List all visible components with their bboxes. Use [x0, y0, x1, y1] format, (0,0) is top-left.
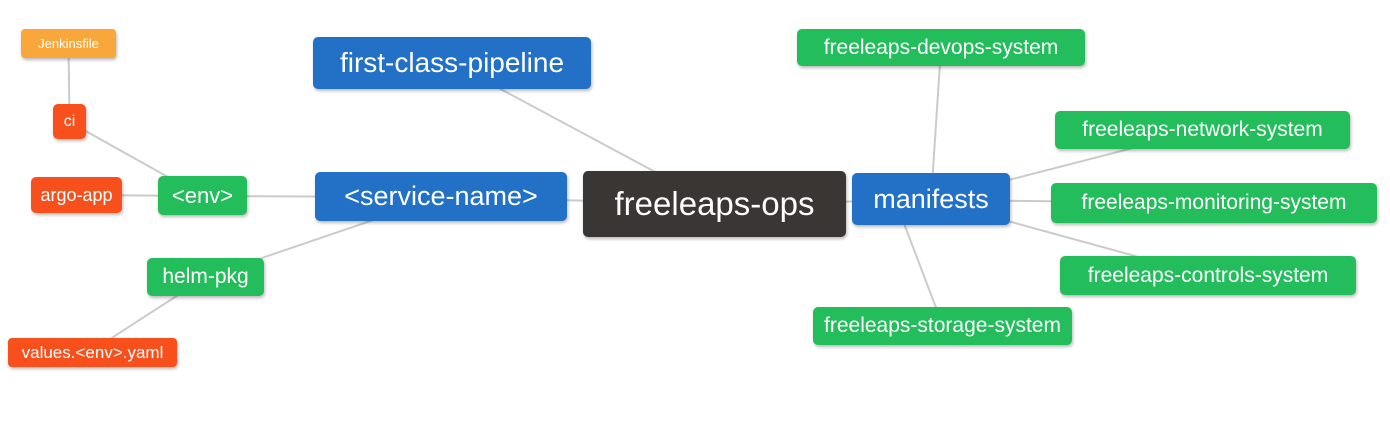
node-freeleaps-monitoring-system[interactable]: freeleaps-monitoring-system: [1051, 183, 1377, 223]
node-freeleaps-network-system[interactable]: freeleaps-network-system: [1055, 111, 1350, 149]
node-values-env-yaml[interactable]: values.<env>.yaml: [8, 338, 177, 367]
node-service-name[interactable]: <service-name>: [315, 172, 567, 221]
node-freeleaps-controls-system[interactable]: freeleaps-controls-system: [1060, 256, 1356, 295]
node-env[interactable]: <env>: [158, 176, 247, 215]
node-freeleaps-storage-system[interactable]: freeleaps-storage-system: [813, 307, 1072, 345]
node-jenkinsfile[interactable]: Jenkinsfile: [21, 29, 116, 58]
node-argo-app[interactable]: argo-app: [31, 177, 122, 213]
node-ci[interactable]: ci: [53, 104, 86, 139]
node-first-class-pipeline[interactable]: first-class-pipeline: [313, 37, 591, 89]
edge-manifests-storage-system: [896, 204, 944, 327]
node-helm-pkg[interactable]: helm-pkg: [147, 258, 264, 296]
node-manifests[interactable]: manifests: [852, 173, 1010, 225]
node-freeleaps-devops-system[interactable]: freeleaps-devops-system: [797, 29, 1085, 66]
node-freeleaps-ops[interactable]: freeleaps-ops: [583, 171, 846, 237]
